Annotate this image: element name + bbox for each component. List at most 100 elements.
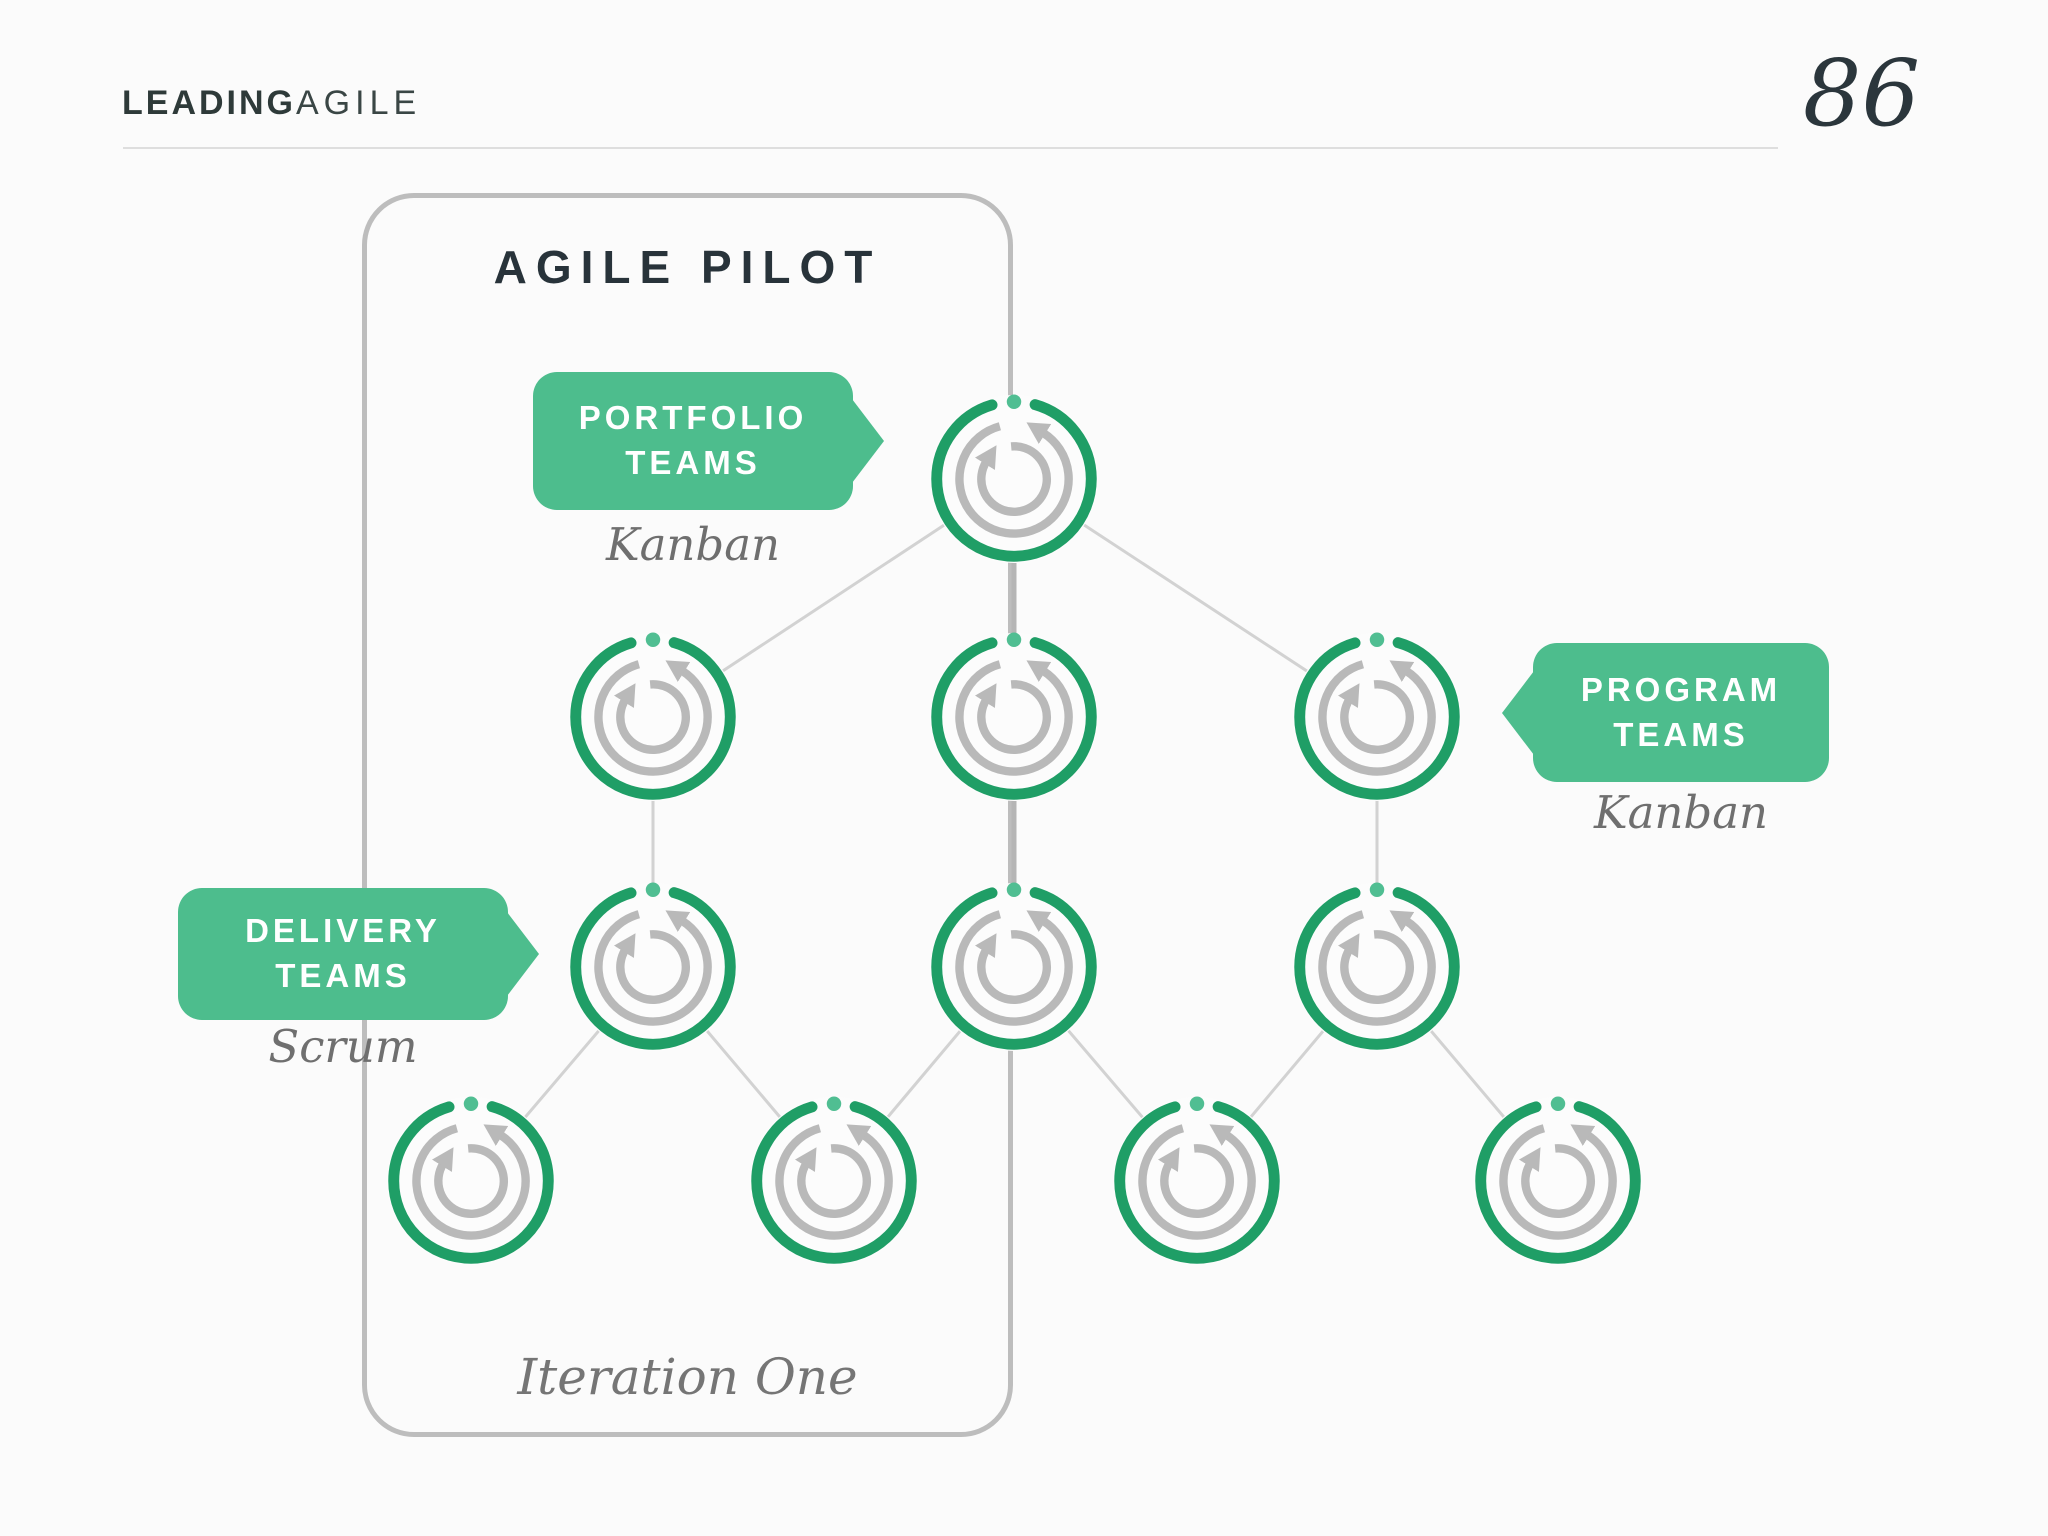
iteration-cycle-icon [1293,632,1461,801]
inner-cycle-arrow [974,680,1051,754]
green-ring [1114,1098,1280,1264]
node-mask [1474,1097,1642,1265]
inner-cycle-arrow [431,1144,508,1218]
node-mask [1113,1097,1281,1265]
green-ring [1294,884,1460,1050]
cycle-node-portfolio-1 [930,394,1098,563]
inner-cycle-arrow [1157,1144,1234,1218]
cycle-start-dot [645,632,661,647]
delivery-callout-pointer-icon [507,912,539,996]
iteration-cycle-icon [1474,1096,1642,1265]
iteration-cycle-icon [930,632,1098,801]
cycle-node-team-3 [1113,1096,1281,1265]
node-mask [930,633,1098,801]
cycle-start-dot [1006,882,1022,897]
inner-cycle-arrow [1337,930,1414,1004]
green-ring [751,1098,917,1264]
green-ring [931,884,1097,1050]
program-callout-pointer-icon [1502,670,1534,755]
cycle-node-delivery-3 [1293,882,1461,1051]
page-number: 86 [1802,40,1920,147]
logo-text-leading: LEADING [122,84,296,122]
inner-cycle-arrow [1337,680,1414,754]
iteration-cycle-icon [1113,1096,1281,1265]
inner-cycle-arrow [613,930,690,1004]
outer-cycle-arrow [1318,910,1436,1026]
outer-cycle-arrow [955,660,1073,776]
cycle-node-program-1 [569,632,737,801]
green-ring [1294,634,1460,800]
node-mask [1293,633,1461,801]
program-method-label: Kanban [1593,786,1769,839]
inner-cycle-arrow [1518,1144,1595,1218]
inner-cycle-arrow [794,1144,871,1218]
cycle-start-dot [645,882,661,897]
portfolio-method-label: Kanban [605,518,781,571]
cycle-start-dot [1550,1096,1566,1111]
outer-cycle-arrow [594,910,712,1026]
inner-cycle-arrow [613,680,690,754]
node-mask [387,1097,555,1265]
delivery-teams-callout: DELIVERY TEAMS [178,888,539,1020]
node-mask [930,883,1098,1051]
node-mask [1293,883,1461,1051]
leadingagile-logo: LEADINGAGILE [122,84,421,123]
logo-text-agile: AGILE [296,84,422,122]
node-mask [750,1097,918,1265]
node-mask [569,883,737,1051]
cycle-start-dot [1006,632,1022,647]
agile-pilot-boundary-box [362,193,1013,1437]
outer-cycle-arrow [412,1124,530,1240]
header-divider [123,147,1778,149]
cycle-start-dot [1006,394,1022,409]
iteration-one-label: Iteration One [517,1348,858,1406]
cycle-node-team-2 [750,1096,918,1265]
outer-cycle-arrow [1318,660,1436,776]
portfolio-teams-callout: PORTFOLIO TEAMS [533,372,884,510]
cycle-node-team-4 [1474,1096,1642,1265]
green-ring [1475,1098,1641,1264]
green-ring [388,1098,554,1264]
green-ring [570,884,736,1050]
node-mask [569,633,737,801]
portfolio-callout-pointer-icon [852,399,884,483]
iteration-cycle-icon [1293,882,1461,1051]
delivery-method-label: Scrum [268,1020,418,1073]
iteration-cycle-icon [569,882,737,1051]
inner-cycle-arrow [974,930,1051,1004]
cycle-start-dot [826,1096,842,1111]
iteration-cycle-icon [930,394,1098,563]
outer-cycle-arrow [955,422,1073,538]
outer-cycle-arrow [955,910,1073,1026]
cycle-start-dot [1369,632,1385,647]
node-mask [930,395,1098,563]
cycle-start-dot [1189,1096,1205,1111]
portfolio-teams-label-line1: PORTFOLIO [578,399,808,437]
iteration-cycle-icon [387,1096,555,1265]
green-ring [570,634,736,800]
cycle-start-dot [463,1096,479,1111]
cycle-node-program-3 [1293,632,1461,801]
program-teams-callout: PROGRAM TEAMS [1502,643,1829,782]
program-teams-label-line1: PROGRAM [1580,670,1782,708]
cycle-node-delivery-2 [930,882,1098,1051]
program-teams-label-line2: TEAMS [1613,715,1749,753]
outer-cycle-arrow [1138,1124,1256,1240]
iteration-cycle-icon [750,1096,918,1265]
portfolio-teams-label-line2: TEAMS [625,444,761,481]
outer-cycle-arrow [594,660,712,776]
cycle-node-team-1 [387,1096,555,1265]
agile-pilot-title: AGILE PILOT [493,241,882,293]
cycle-node-delivery-1 [569,882,737,1051]
delivery-teams-label-line2: TEAMS [275,957,411,994]
delivery-teams-label-line1: DELIVERY [245,912,441,950]
green-ring [931,396,1097,562]
cycle-node-program-2 [930,632,1098,801]
outer-cycle-arrow [1499,1124,1617,1240]
iteration-cycle-icon [569,632,737,801]
green-ring [931,634,1097,800]
iteration-cycle-icon [930,882,1098,1051]
inner-cycle-arrow [974,442,1051,516]
cycle-start-dot [1369,882,1385,897]
